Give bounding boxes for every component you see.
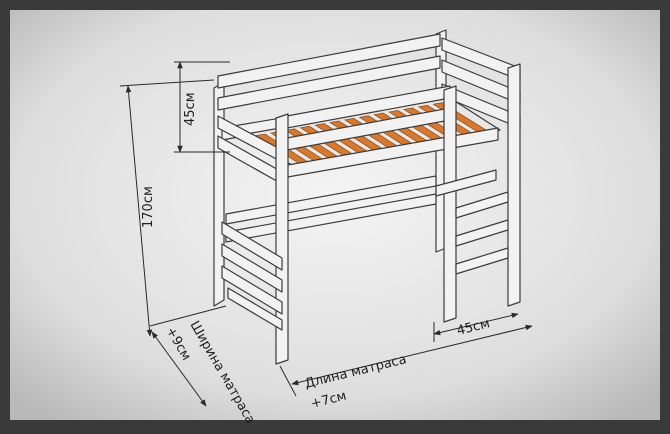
front-right-post: [507, 63, 521, 307]
total-height-label: 170см: [141, 186, 156, 228]
front-mid-post: [443, 85, 457, 323]
total-height-ext-top: [119, 79, 215, 87]
ladder-width-line: [433, 312, 519, 336]
back-rail-2: [217, 55, 441, 111]
lower-left-rail-2: [221, 243, 283, 293]
dimension-lines: [119, 61, 533, 407]
total-height-line: [125, 85, 153, 337]
lower-left-rail-4: [227, 287, 283, 331]
width-ext-top: [149, 305, 227, 327]
length-ext-left: [279, 365, 297, 397]
back-rail-1: [217, 33, 441, 89]
ladder-rung-1: [455, 191, 509, 219]
ladder-rung-3: [455, 247, 509, 275]
length-line: [291, 324, 533, 386]
width-line: [151, 331, 207, 407]
lower-left-rail-1: [221, 221, 283, 271]
ladder-rung-2: [455, 219, 509, 247]
ladder-top-rung: [435, 169, 497, 197]
lower-left-rail-3: [221, 265, 283, 315]
rail-height-label: 45см: [183, 93, 198, 127]
